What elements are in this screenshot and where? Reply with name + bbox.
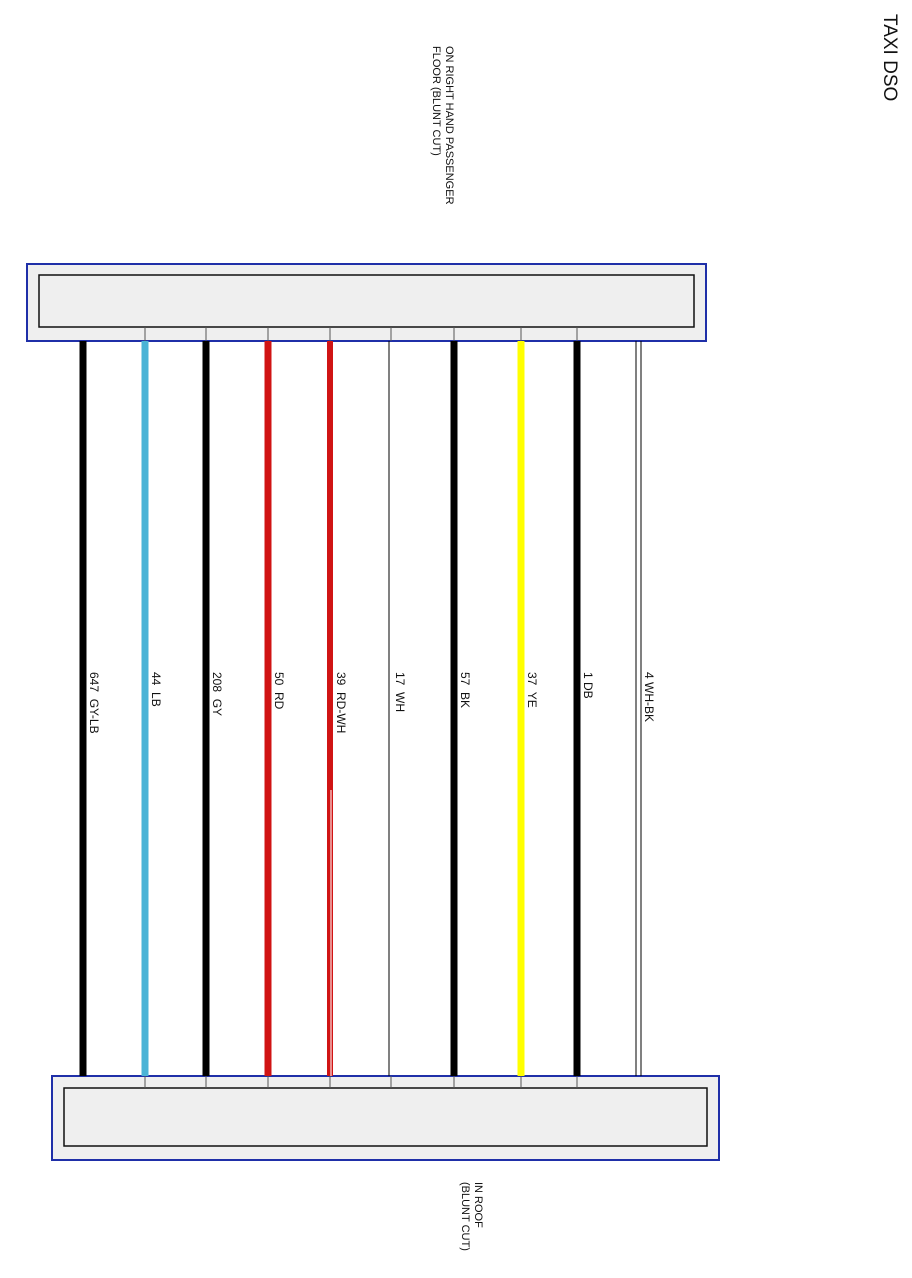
bottom-connector bbox=[51, 1075, 720, 1161]
wire-label: 44 LB bbox=[149, 672, 163, 707]
wire: 17 WH bbox=[388, 341, 407, 1076]
wire-label: 50 RD bbox=[272, 672, 286, 710]
wire-group: 647 GY-LB 44 LB 208 GY 50 RD 39 RD-WH 17 WH 57… bbox=[79, 341, 656, 1076]
wire: 37 YE bbox=[517, 341, 539, 1076]
top-connector-label-line-1: ON RIGHT HAND PASSENGER bbox=[443, 46, 455, 205]
wire: 4 WH-BK bbox=[635, 341, 656, 1076]
wire-label: 37 YE bbox=[525, 672, 539, 708]
top-connector-pin-dividers bbox=[144, 327, 578, 341]
top-connector-body bbox=[38, 274, 695, 328]
wire: 647 GY-LB bbox=[79, 341, 101, 1076]
wire: 50 RD bbox=[264, 341, 286, 1076]
wire: 1 DB bbox=[573, 341, 595, 1076]
bottom-connector-label-line-1: IN ROOF bbox=[472, 1182, 484, 1228]
wire: 44 LB bbox=[141, 341, 163, 1076]
wire: 208 GY bbox=[202, 341, 224, 1076]
bottom-connector-body bbox=[63, 1087, 708, 1147]
wire-label: 4 WH-BK bbox=[642, 672, 656, 722]
top-connector bbox=[26, 263, 707, 342]
top-connector-label: ON RIGHT HAND PASSENGER FLOOR (BLUNT CUT… bbox=[430, 46, 455, 205]
top-connector-label-line-2: FLOOR (BLUNT CUT) bbox=[430, 46, 442, 156]
wire-label: 647 GY-LB bbox=[87, 672, 101, 734]
bottom-connector-label: IN ROOF (BLUNT CUT) bbox=[459, 1182, 484, 1251]
wire: 39 RD-WH bbox=[327, 341, 348, 1076]
bottom-connector-label-line-2: (BLUNT CUT) bbox=[459, 1182, 471, 1251]
diagram-title: TAXI DSO bbox=[879, 14, 900, 101]
wire: 57 BK bbox=[450, 341, 472, 1076]
wire-label: 39 RD-WH bbox=[334, 672, 348, 733]
wire-label: 1 DB bbox=[581, 672, 595, 699]
wire-label: 208 GY bbox=[210, 672, 224, 716]
wire-label: 17 WH bbox=[393, 672, 407, 712]
wire-label: 57 BK bbox=[458, 672, 472, 708]
bottom-connector-pin-dividers bbox=[144, 1076, 578, 1088]
